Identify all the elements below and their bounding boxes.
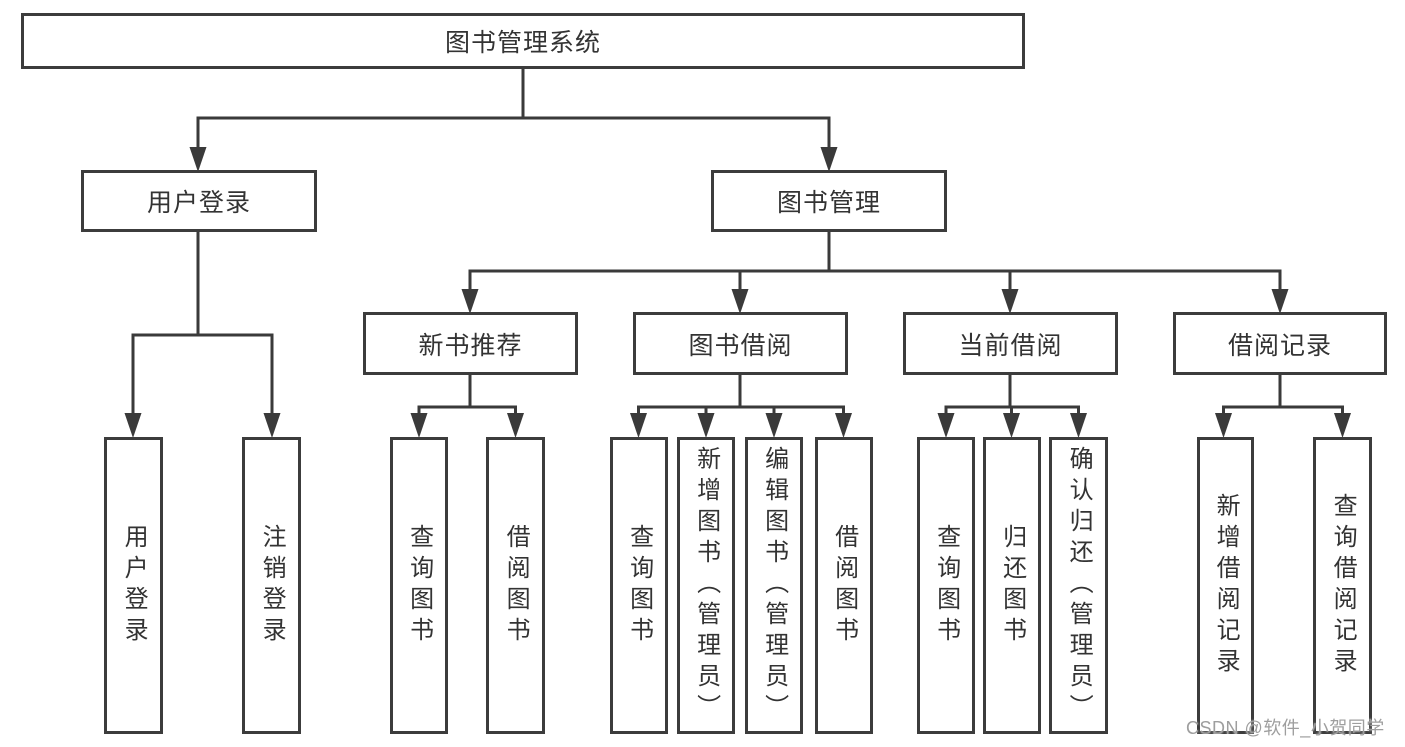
node-label: 图书管理系统 <box>444 29 601 57</box>
leaf-borrow-books-recommend: 借阅图书 <box>486 437 545 734</box>
leaf-user-login: 用户登录 <box>104 437 163 734</box>
leaf-label: 借阅图书 <box>502 523 530 648</box>
leaf-query-books-borrowing: 查询图书 <box>610 437 668 734</box>
node-current-borrowing: 当前借阅 <box>903 312 1118 375</box>
leaf-label: 借阅图书 <box>830 523 858 648</box>
leaf-borrow-books-borrowing: 借阅图书 <box>815 437 873 734</box>
node-new-book-recommend: 新书推荐 <box>363 312 578 375</box>
node-user-login: 用户登录 <box>81 170 317 232</box>
leaf-query-borrow-record: 查询借阅记录 <box>1313 437 1372 734</box>
node-label: 图书管理 <box>776 189 881 217</box>
leaf-add-books-admin: 新增图书（管理员） <box>677 437 735 734</box>
node-library-management-system: 图书管理系统 <box>21 13 1025 69</box>
node-book-borrowing: 图书借阅 <box>633 312 848 375</box>
leaf-label: 查询图书 <box>932 523 960 648</box>
leaf-label: 新增借阅记录 <box>1212 492 1240 679</box>
leaf-label: 注销登录 <box>258 523 286 648</box>
node-label: 当前借阅 <box>958 331 1063 360</box>
leaf-query-books-recommend: 查询图书 <box>390 437 448 734</box>
leaf-label: 用户登录 <box>120 523 148 648</box>
leaf-add-borrow-record: 新增借阅记录 <box>1197 437 1254 734</box>
leaf-confirm-return-admin: 确认归还（管理员） <box>1049 437 1108 734</box>
csdn-watermark: CSDN @软件_小贺同学 <box>1186 718 1385 738</box>
node-borrow-records: 借阅记录 <box>1173 312 1387 375</box>
leaf-label: 新增图书（管理员） <box>692 446 720 725</box>
leaf-logout: 注销登录 <box>242 437 301 734</box>
node-label: 图书借阅 <box>688 331 793 360</box>
leaf-query-books-current: 查询图书 <box>917 437 975 734</box>
leaf-edit-books-admin: 编辑图书（管理员） <box>745 437 803 734</box>
leaf-label: 查询图书 <box>625 523 653 648</box>
node-label: 借阅记录 <box>1227 331 1332 360</box>
leaf-return-books: 归还图书 <box>983 437 1041 734</box>
leaf-label: 查询图书 <box>405 523 433 648</box>
leaf-label: 归还图书 <box>998 523 1026 648</box>
leaf-label: 确认归还（管理员） <box>1065 446 1093 725</box>
node-book-management: 图书管理 <box>711 170 947 232</box>
leaf-label: 查询借阅记录 <box>1329 492 1357 679</box>
leaf-label: 编辑图书（管理员） <box>760 446 788 725</box>
node-label: 新书推荐 <box>418 331 523 360</box>
node-label: 用户登录 <box>146 189 251 217</box>
